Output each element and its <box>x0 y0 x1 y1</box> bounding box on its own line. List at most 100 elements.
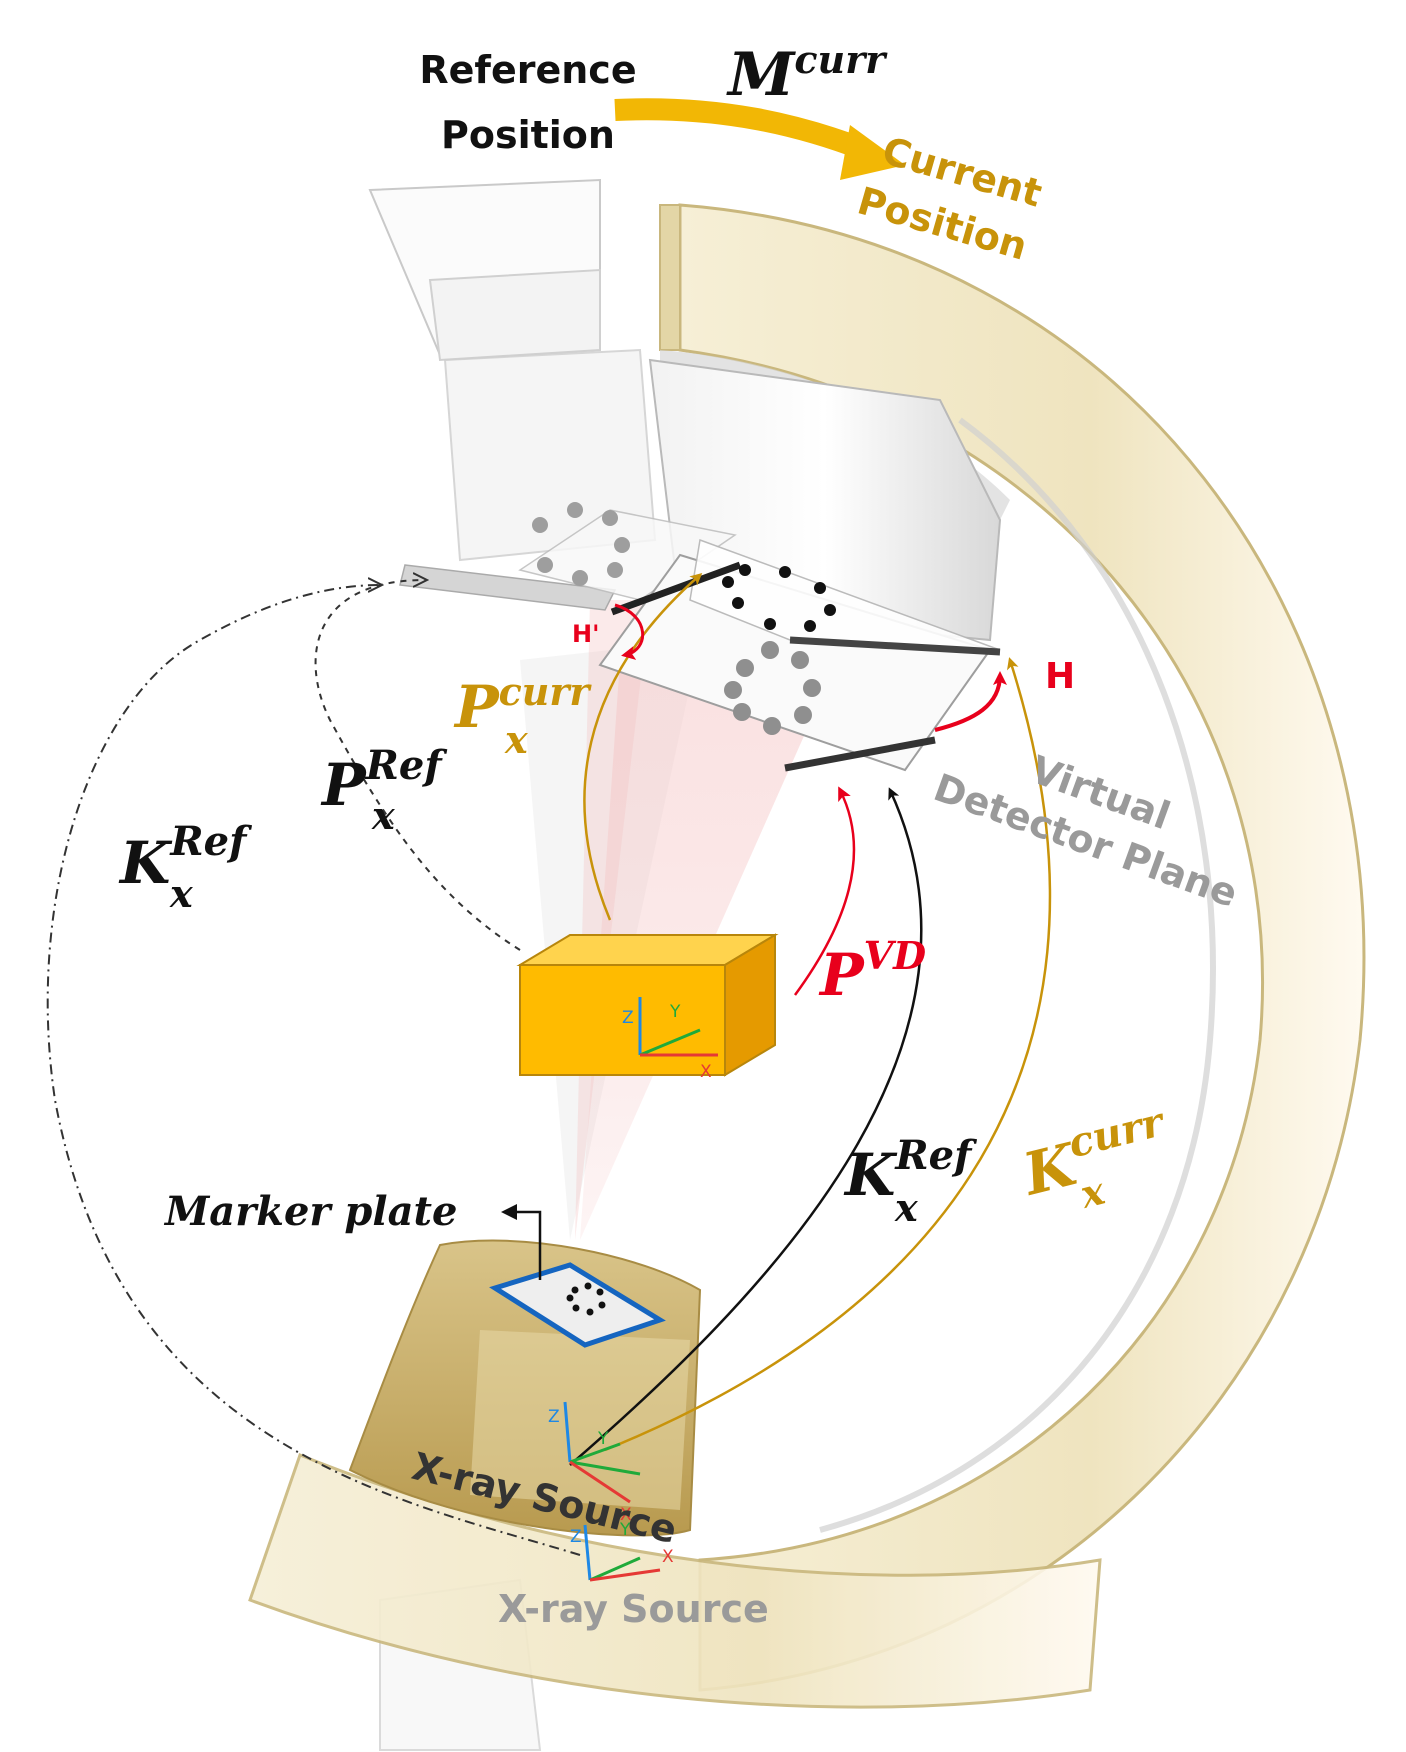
marker-dots-current <box>722 564 836 632</box>
y-axis-label: Y <box>669 1002 681 1022</box>
dot <box>824 604 836 616</box>
axes-reference-source: Z Y X <box>570 1520 674 1582</box>
p-x-ref-base: P <box>320 751 367 819</box>
p-x-ref-sup: Ref <box>365 742 448 789</box>
central-beam <box>575 600 650 1240</box>
dot <box>763 717 781 735</box>
xray-source-reference-label: X-ray Source <box>498 1587 769 1631</box>
h-prime-label: H' <box>572 620 599 648</box>
dot <box>602 510 618 526</box>
z-axis <box>563 1401 572 1463</box>
dot <box>739 564 751 576</box>
k-x-ref-center-sub: x <box>894 1185 919 1230</box>
marker-dots-virtual <box>724 641 821 735</box>
k-x-curr-sup: curr <box>1064 1098 1171 1167</box>
y-axis <box>569 1442 621 1464</box>
x-axis-label: X <box>662 1547 674 1567</box>
reference-arm-shadow <box>428 268 601 362</box>
dot <box>566 1294 574 1302</box>
dot <box>736 659 754 677</box>
reference-position-label-line1: Reference <box>419 48 636 92</box>
x-axis <box>569 1460 631 1504</box>
z-axis-label: Z <box>622 1008 634 1028</box>
axes-current-source: Z Y X <box>548 1401 641 1525</box>
dot <box>724 681 742 699</box>
reference-detector-plate <box>399 564 617 611</box>
dot <box>791 651 809 669</box>
k-x-ref-left-sub: x <box>169 871 194 916</box>
k-x-ref-center-label: KRef x <box>843 1132 977 1230</box>
k-x-curr-sub: x <box>1075 1167 1110 1217</box>
p-x-ref-sub: x <box>371 793 396 838</box>
dot <box>722 576 734 588</box>
c-arm-inner-edge <box>819 417 1216 1533</box>
dot <box>764 618 776 630</box>
k-x-ref-left-base: K <box>118 829 173 897</box>
dot <box>571 1286 579 1294</box>
dot <box>794 706 812 724</box>
virtual-detector-label: Virtual Detector Plane <box>928 747 1243 915</box>
y-axis-label: Y <box>597 1429 609 1449</box>
marker-plate-label: Marker plate <box>163 1188 457 1235</box>
dot <box>803 679 821 697</box>
dot <box>761 641 779 659</box>
axes-phantom: Z Y X <box>622 997 718 1082</box>
y-axis-alt <box>569 1460 641 1476</box>
marker-plate-pointer <box>501 1204 542 1280</box>
k-x-ref-center-sup: Ref <box>894 1132 977 1179</box>
dot <box>572 570 588 586</box>
y-axis <box>639 1028 701 1057</box>
x-axis <box>589 1568 661 1582</box>
k-x-curr-path <box>604 657 1052 1452</box>
dot <box>732 597 744 609</box>
dot <box>804 620 816 632</box>
dot <box>598 1301 606 1309</box>
y-axis <box>589 1556 641 1582</box>
z-axis-label: Z <box>570 1527 582 1547</box>
p-x-curr-sup: curr <box>499 669 593 714</box>
dot <box>779 566 791 578</box>
marker-dots-reference <box>532 502 630 586</box>
dot <box>814 582 826 594</box>
y-axis-label: Y <box>619 1520 631 1540</box>
h-label: H <box>1045 656 1075 697</box>
dot <box>607 562 623 578</box>
k-x-ref-left-path <box>46 585 581 1556</box>
x-axis-label: X <box>620 1505 632 1525</box>
k-x-ref-left-sup: Ref <box>169 818 252 865</box>
reference-ring-segment <box>248 1453 1102 1709</box>
x-axis-label: X <box>700 1062 712 1082</box>
dot <box>572 1304 580 1312</box>
k-x-ref-left-label: KRef x <box>118 818 252 916</box>
m-curr-sup: curr <box>794 37 888 82</box>
p-x-ref-path <box>314 580 521 951</box>
p-x-curr-base: P <box>453 673 500 741</box>
p-vd-sup: VD <box>864 933 926 978</box>
current-plate-edge-bar <box>789 636 1001 656</box>
c-arm-end-cap <box>659 204 681 351</box>
m-curr-base: M <box>726 40 796 110</box>
m-curr-arrow-head <box>840 125 905 180</box>
k-x-ref-center-path <box>569 787 923 1466</box>
m-curr-transform-arrow <box>614 98 869 161</box>
phantom-box <box>516 933 779 1077</box>
k-x-ref-center-base: K <box>843 1141 898 1209</box>
p-vd-path <box>793 786 856 996</box>
dot <box>586 1308 594 1316</box>
k-x-curr-label-group: Kcurrx <box>1015 1098 1171 1217</box>
p-vd-label: PVD <box>818 933 926 1009</box>
ref-plate-edge-bar <box>610 561 742 616</box>
p-x-curr-path <box>583 573 703 921</box>
p-vd-base: P <box>818 941 865 1009</box>
dot <box>537 557 553 573</box>
virtual-plane-edge-bar <box>784 736 936 772</box>
dot <box>584 1282 592 1290</box>
dot <box>614 537 630 553</box>
p-x-curr-sub: x <box>504 717 529 762</box>
h-transform-path <box>934 671 1007 732</box>
dot <box>733 703 751 721</box>
